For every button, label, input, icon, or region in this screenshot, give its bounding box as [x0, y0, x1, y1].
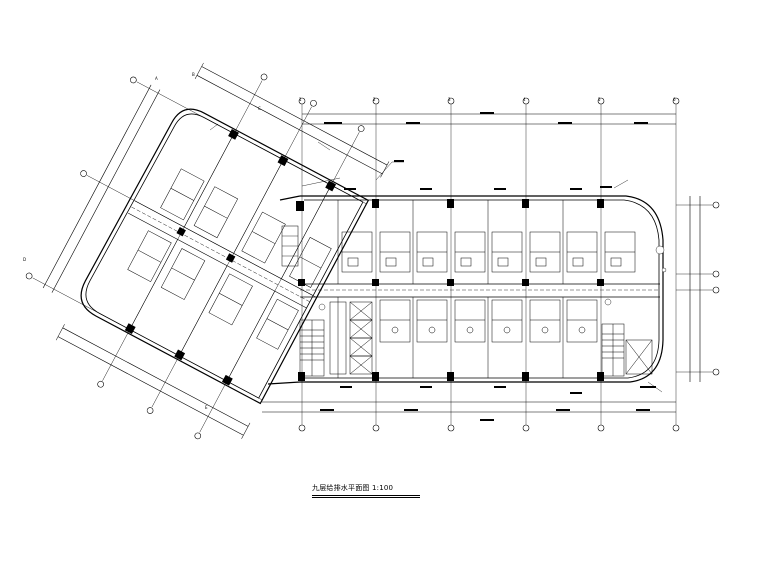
grid-label-3: 3 — [448, 97, 451, 102]
grid-label-1: 1 — [299, 97, 302, 102]
right-wing — [262, 97, 720, 432]
grid-label-a: A — [155, 76, 158, 81]
grid-label-2: 2 — [373, 97, 376, 102]
grid-label-e: E — [205, 405, 208, 410]
vertical-grid-lines — [301, 104, 677, 425]
outer-wall — [300, 195, 664, 383]
left-wing — [25, 62, 390, 440]
caption-underline — [312, 495, 420, 496]
annotation-marks — [320, 112, 656, 421]
stair-core-right — [601, 323, 653, 377]
grid-label-4: 4 — [523, 97, 526, 102]
drawing-title: 九层给排水平面图 1:100 — [312, 484, 394, 492]
elevator-bank — [329, 301, 373, 375]
grid-label-d: D — [23, 257, 27, 262]
bathroom-pods-upper — [341, 231, 636, 273]
grid-label-6: 6 — [673, 97, 676, 102]
grid-label-5: 5 — [598, 97, 601, 102]
grid-label-b: B — [192, 72, 195, 77]
grid-label-c: C — [258, 106, 261, 111]
stair-core-left — [299, 319, 325, 377]
annotation-leaders — [209, 123, 663, 393]
drawing-caption: 九层给排水平面图 1:100 — [312, 483, 420, 498]
wing-connector — [267, 195, 304, 385]
columns — [298, 199, 604, 381]
bathroom-pods-lower — [379, 299, 598, 343]
caption-underline-thin — [312, 497, 420, 498]
grid-bubbles-bottom — [298, 424, 680, 432]
grid-bubbles-top — [298, 97, 680, 105]
